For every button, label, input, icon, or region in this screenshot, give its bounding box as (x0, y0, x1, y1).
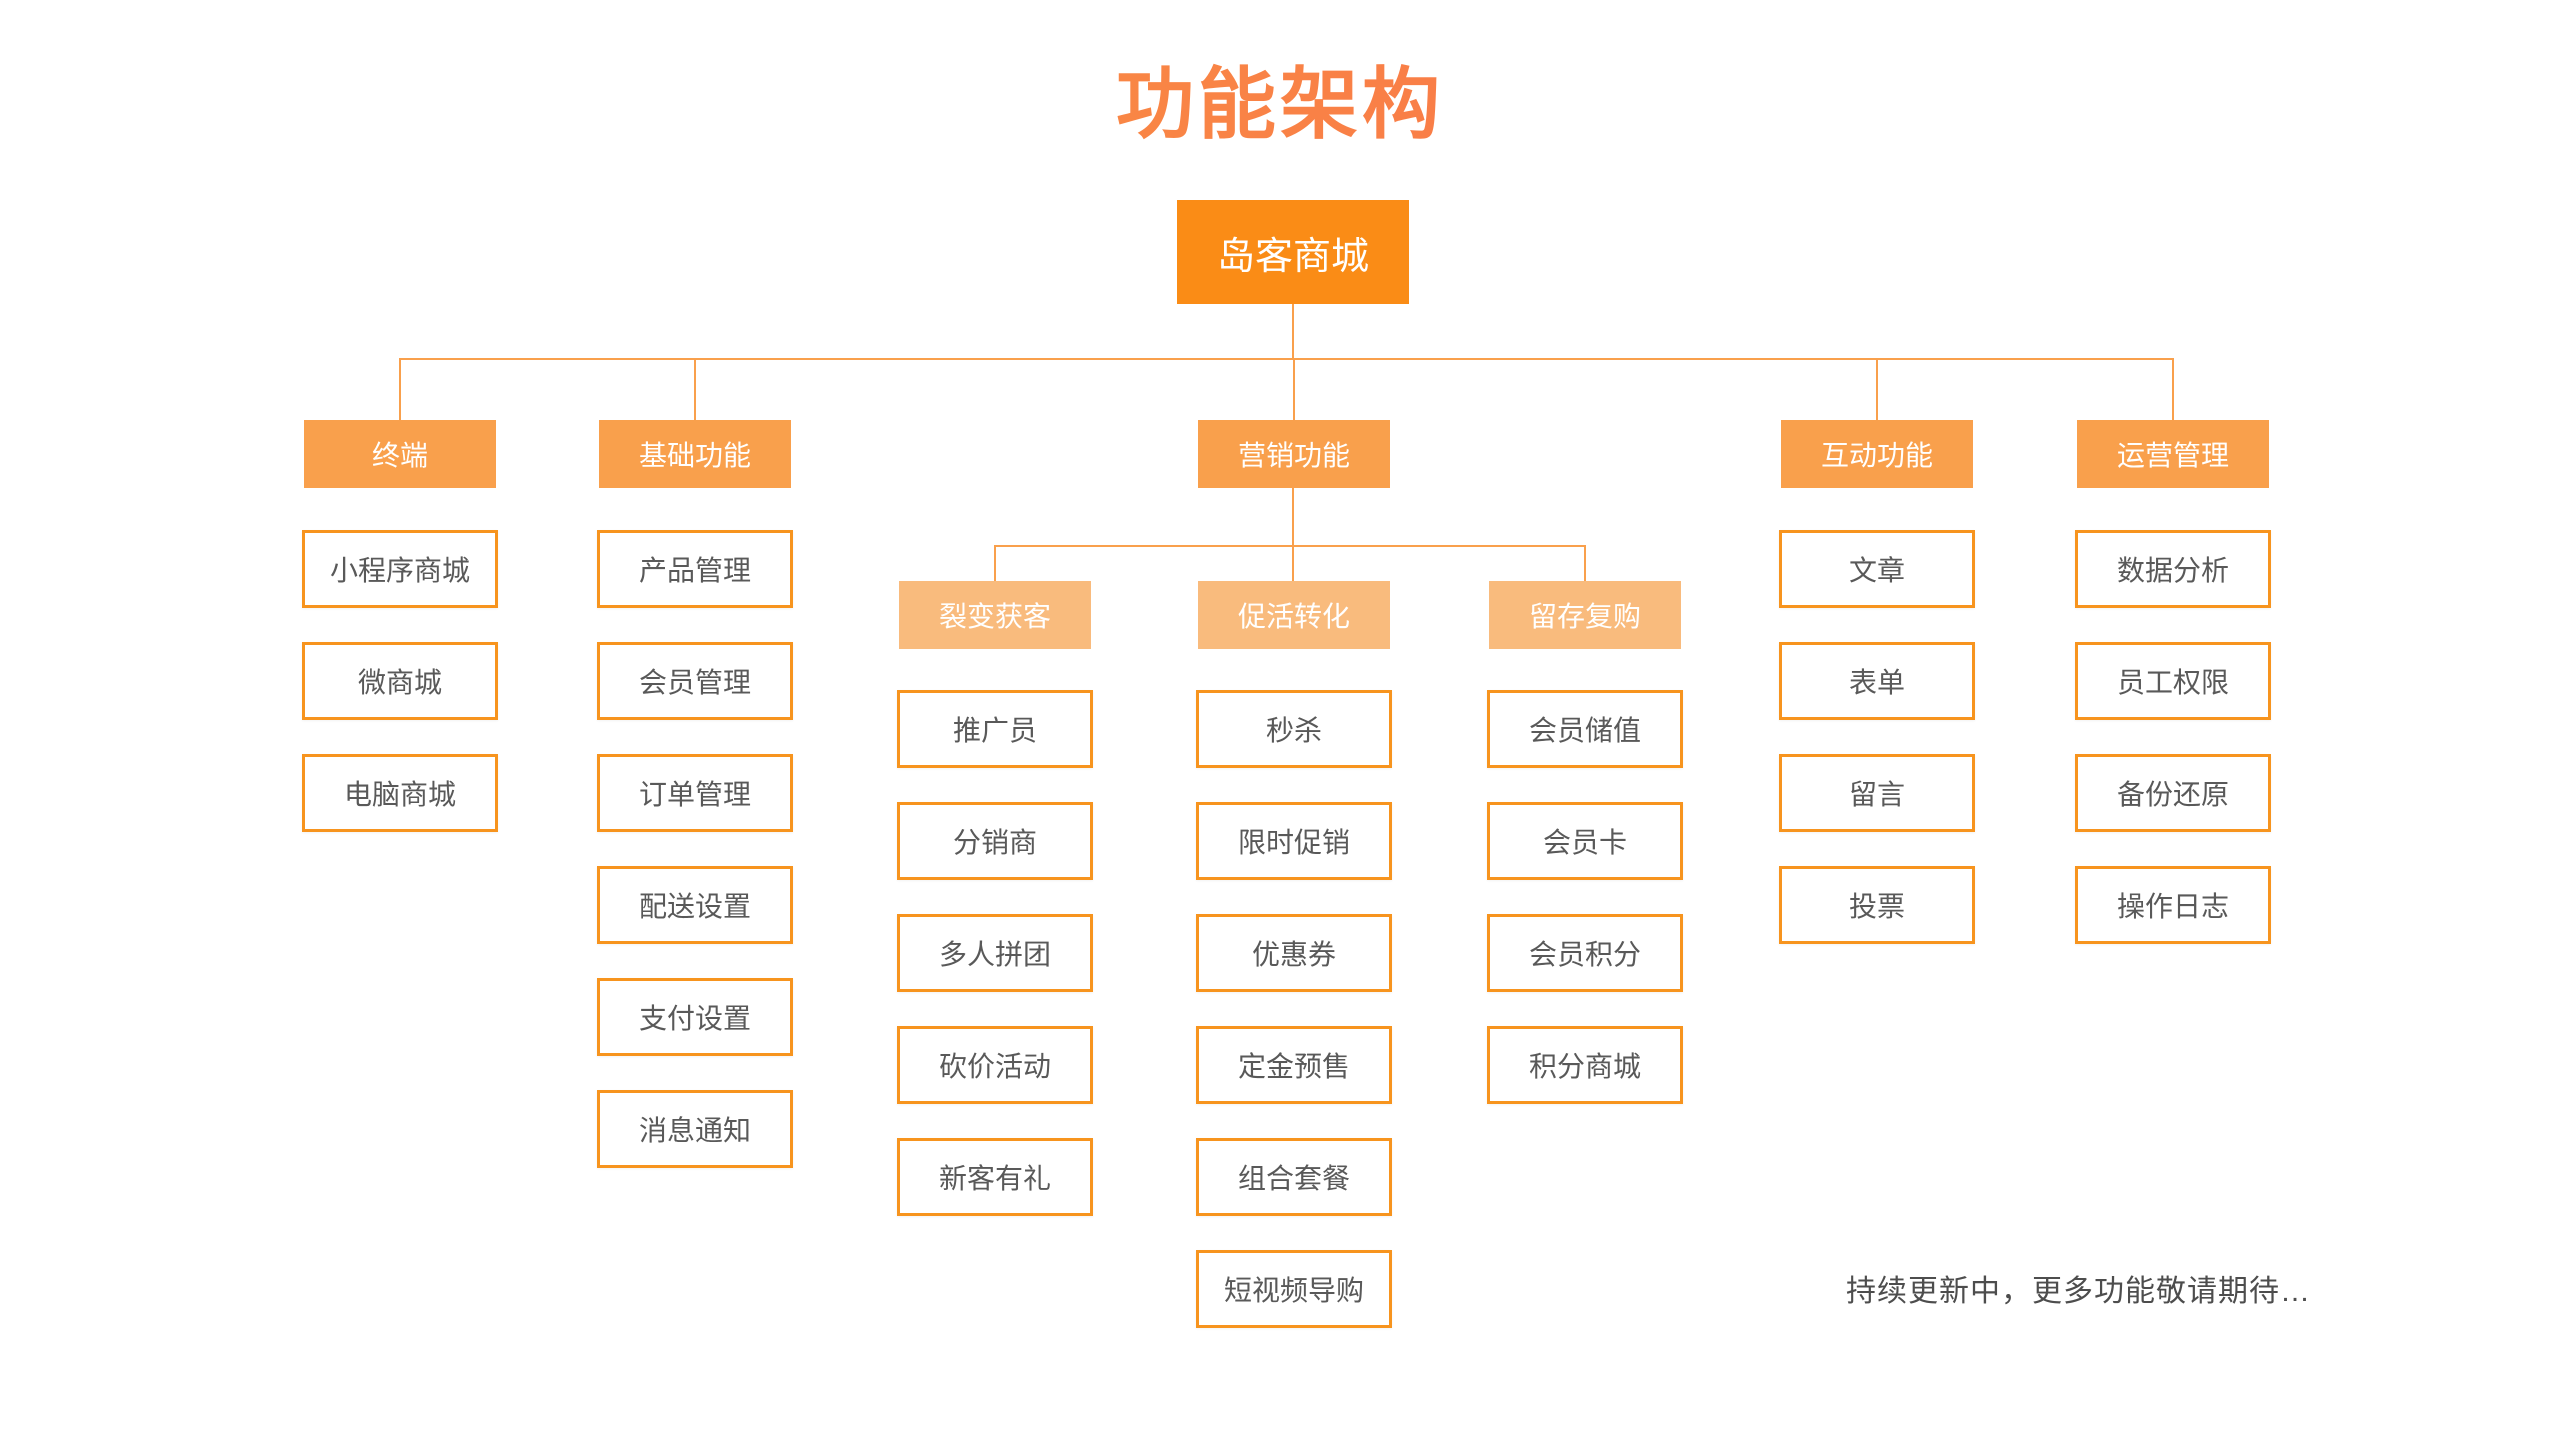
footnote-text: 持续更新中，更多功能敬请期待… (1846, 1275, 2311, 1308)
node-payment-settings: 支付设置 (597, 978, 793, 1056)
node-deposit-presale: 定金预售 (1196, 1026, 1392, 1104)
operation-children: 数据分析 员工权限 备份还原 操作日志 (2075, 530, 2271, 944)
node-mini-program-mall: 小程序商城 (302, 530, 498, 608)
node-short-video-shopping: 短视频导购 (1196, 1250, 1392, 1328)
node-flash-sale: 秒杀 (1196, 690, 1392, 768)
connector-stub-marketing (1293, 358, 1295, 420)
connector-stub-basic (694, 358, 696, 420)
node-data-analysis: 数据分析 (2075, 530, 2271, 608)
node-staff-permissions: 员工权限 (2075, 642, 2271, 720)
connector-stub-fission (994, 545, 996, 581)
group-header-marketing: 营销功能 (1198, 420, 1390, 488)
node-vote: 投票 (1779, 866, 1975, 944)
node-order-management: 订单管理 (597, 754, 793, 832)
node-product-management: 产品管理 (597, 530, 793, 608)
subgroup-header-activation: 促活转化 (1198, 581, 1390, 649)
subgroup-header-retention: 留存复购 (1489, 581, 1681, 649)
node-form: 表单 (1779, 642, 1975, 720)
group-header-interactive: 互动功能 (1781, 420, 1973, 488)
node-pc-mall: 电脑商城 (302, 754, 498, 832)
node-member-management: 会员管理 (597, 642, 793, 720)
node-distributor: 分销商 (897, 802, 1093, 880)
node-limited-time-promotion: 限时促销 (1196, 802, 1392, 880)
node-micro-mall: 微商城 (302, 642, 498, 720)
page-title: 功能架构 (0, 42, 2560, 154)
node-member-stored-value: 会员储值 (1487, 690, 1683, 768)
node-message-board: 留言 (1779, 754, 1975, 832)
interactive-children: 文章 表单 留言 投票 (1779, 530, 1975, 944)
node-points-mall: 积分商城 (1487, 1026, 1683, 1104)
connector-stub-interactive (1876, 358, 1878, 420)
connector-stub-terminal (399, 358, 401, 420)
subgroup-header-fission: 裂变获客 (899, 581, 1091, 649)
node-operation-log: 操作日志 (2075, 866, 2271, 944)
activation-children: 秒杀 限时促销 优惠券 定金预售 组合套餐 短视频导购 (1196, 690, 1392, 1328)
connector-main-horizontal (399, 358, 2174, 360)
node-coupon: 优惠券 (1196, 914, 1392, 992)
node-member-card: 会员卡 (1487, 802, 1683, 880)
node-promoter: 推广员 (897, 690, 1093, 768)
fission-children: 推广员 分销商 多人拼团 砍价活动 新客有礼 (897, 690, 1093, 1216)
connector-stub-operation (2172, 358, 2174, 420)
connector-marketing-vertical (1292, 488, 1294, 545)
terminal-children: 小程序商城 微商城 电脑商城 (302, 530, 498, 832)
node-delivery-settings: 配送设置 (597, 866, 793, 944)
group-header-terminal: 终端 (304, 420, 496, 488)
node-new-customer-gift: 新客有礼 (897, 1138, 1093, 1216)
group-header-basic: 基础功能 (599, 420, 791, 488)
connector-root-vertical (1292, 304, 1294, 358)
connector-stub-activation (1292, 545, 1294, 581)
node-article: 文章 (1779, 530, 1975, 608)
root-node: 岛客商城 (1177, 200, 1409, 304)
group-header-operation: 运营管理 (2077, 420, 2269, 488)
retention-children: 会员储值 会员卡 会员积分 积分商城 (1487, 690, 1683, 1104)
node-group-buying: 多人拼团 (897, 914, 1093, 992)
basic-children: 产品管理 会员管理 订单管理 配送设置 支付设置 消息通知 (597, 530, 793, 1168)
node-backup-restore: 备份还原 (2075, 754, 2271, 832)
connector-stub-retention (1584, 545, 1586, 581)
node-combo-package: 组合套餐 (1196, 1138, 1392, 1216)
node-message-notification: 消息通知 (597, 1090, 793, 1168)
node-bargain-activity: 砍价活动 (897, 1026, 1093, 1104)
node-member-points: 会员积分 (1487, 914, 1683, 992)
connector-marketing-horizontal (994, 545, 1586, 547)
